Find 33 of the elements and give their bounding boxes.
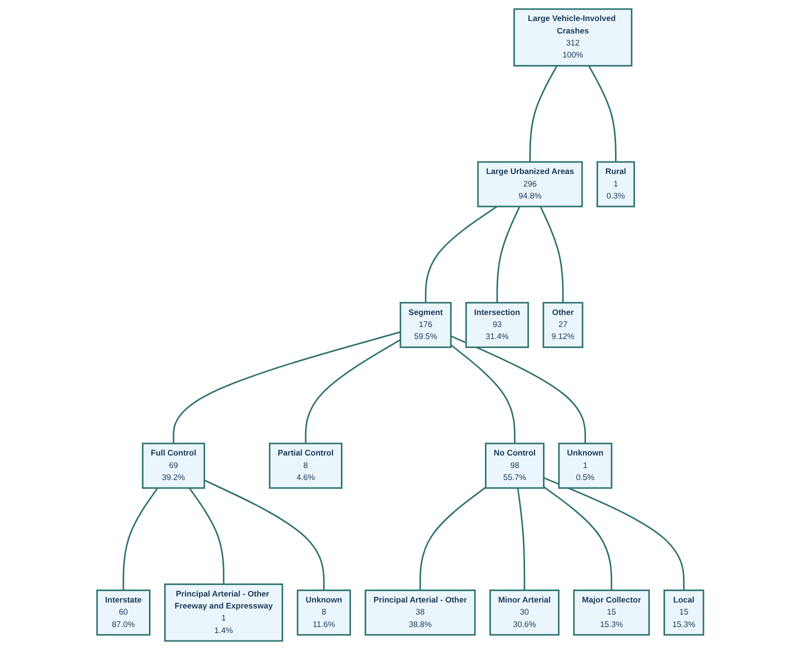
connector — [424, 205, 498, 302]
connector — [188, 487, 224, 584]
node-box: Unknown 1 0.5% — [558, 442, 612, 488]
node-box: Large Vehicle-Involved Crashes 312 100% — [513, 8, 632, 66]
node-box: Minor Arterial 30 30.6% — [489, 589, 560, 636]
connector — [588, 64, 616, 162]
node-box: Other 27 9.12% — [542, 301, 584, 348]
connector — [172, 330, 400, 443]
connector — [204, 478, 324, 590]
node-box: No Control 98 55.7% — [484, 442, 544, 488]
node-box: Large Urbanized Areas 296 94.8% — [476, 160, 583, 207]
connector — [529, 64, 558, 162]
connector — [419, 486, 486, 590]
connector — [450, 334, 586, 443]
node-box: Full Control 69 39.2% — [142, 442, 205, 488]
connector — [450, 344, 516, 443]
connector — [516, 487, 525, 590]
node-box: Segment 176 59.5% — [399, 301, 452, 348]
connector — [543, 476, 684, 590]
node-box: Principal Arterial - Other 38 38.8% — [364, 589, 476, 636]
node-box: Principal Arterial - Other Freeway and Expressway 1 1.4% — [164, 582, 283, 642]
connector — [543, 486, 612, 590]
node-box: Intersection 93 31.4% — [465, 301, 529, 348]
connector — [304, 338, 401, 443]
connector — [496, 206, 520, 302]
node-box: Interstate 60 87.0% — [96, 589, 150, 636]
node-box: Local 15 15.3% — [663, 589, 704, 636]
node-box: Major Collector 15 15.3% — [572, 589, 650, 636]
connector — [122, 487, 158, 590]
node-box: Rural 1 0.3% — [596, 160, 635, 207]
connector — [540, 206, 564, 302]
node-box: Partial Control 8 4.6% — [268, 442, 342, 488]
node-box: Unknown 8 11.6% — [296, 589, 351, 636]
